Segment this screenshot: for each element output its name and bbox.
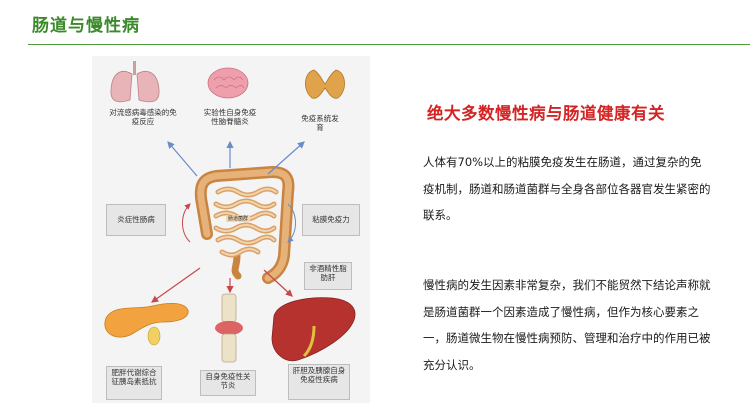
gut-organ-diagram: 对流感病毒感染的免疫反应 实验性自身免疫性脑脊髓炎 免疫系统发育 炎症性肠病 粘… <box>92 56 370 403</box>
label-inflammatory-bowel-disease: 炎症性肠病 <box>106 204 166 236</box>
paragraph-chronic-disease-factors: 慢性病的发生因素非常复杂，我们不能贸然下结论声称就是肠道菌群一个因素造成了慢性病… <box>423 278 711 372</box>
label-immune-system-development: 免疫系统发育 <box>301 114 339 132</box>
headline: 绝大多数慢性病与肠道健康有关 <box>427 104 665 123</box>
label-autoimmune-arthritis: 自身免疫性关节炎 <box>200 370 256 396</box>
label-nonalcoholic-fatty-liver: 非酒精性脂肪肝 <box>304 262 352 290</box>
lungs-icon <box>110 61 160 103</box>
label-obesity-metabolic-syndrome: 肥胖代谢综合征胰岛素抵抗 <box>106 366 162 400</box>
brain-icon <box>207 67 249 99</box>
label-experimental-autoimmune-encephalomyelitis: 实验性自身免疫性脑脊髓炎 <box>203 108 257 126</box>
thyroid-icon <box>305 69 345 99</box>
label-mucosal-immunity: 粘膜免疫力 <box>302 204 360 236</box>
liver-icon <box>271 297 356 362</box>
gut-microbiota-caption: 肠道菌群 <box>226 215 251 222</box>
intestine-icon <box>194 165 295 284</box>
pancreas-icon <box>104 302 189 346</box>
label-influenza-immune-response: 对流感病毒感染的免疫反应 <box>109 108 177 126</box>
paragraph-mucosal-immunity: 人体有70%以上的粘膜免疫发生在肠道，通过复杂的免疫机制，肠道和肠道菌群与全身各… <box>423 155 711 222</box>
label-hepatobiliary-pancreatic-autoimmune: 肝胆及胰腺自身免疫性疾病 <box>288 364 350 400</box>
page-title: 肠道与慢性病 <box>32 16 140 36</box>
title-divider <box>28 44 750 45</box>
knee-joint-icon <box>215 293 243 363</box>
